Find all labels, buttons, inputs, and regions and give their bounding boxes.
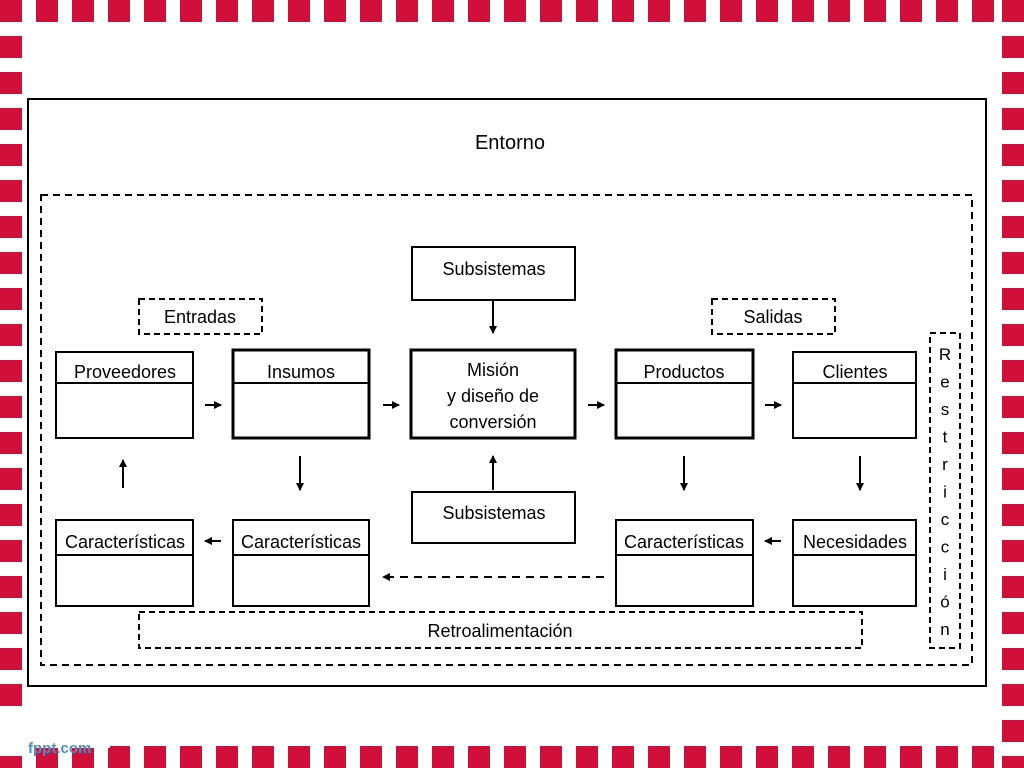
mision-line2: y diseño de: [447, 386, 539, 406]
restriccion-letter: n: [940, 620, 949, 639]
insumos-box: [231, 348, 371, 440]
clientes-label: Clientes: [822, 362, 887, 382]
proveedores-label: Proveedores: [74, 362, 176, 382]
caracteristicas-1-box: [55, 519, 194, 607]
productos-label: Productos: [643, 362, 724, 382]
restriccion-letter: e: [940, 373, 949, 392]
subsistemas-top-label: Subsistemas: [442, 259, 545, 279]
restriccion-letter: i: [943, 483, 947, 502]
mision-line3: conversión: [449, 412, 536, 432]
mision-box: [409, 348, 577, 440]
salidas-box: [711, 298, 836, 335]
system-boundary: [40, 194, 973, 666]
restriccion-letter: t: [943, 428, 948, 447]
footer-brand: fppt.com: [28, 740, 92, 757]
left-border-stripe: [0, 0, 22, 768]
right-border-stripe: [1002, 0, 1024, 768]
restriccion-letter: c: [941, 538, 950, 557]
restriccion-letter: ó: [940, 593, 949, 612]
proveedores-box: [55, 351, 194, 439]
restriccion-box: [929, 332, 961, 649]
restriccion-letter: r: [942, 455, 948, 474]
retroalimentacion-box: [138, 611, 863, 649]
restriccion-letter: i: [943, 565, 947, 584]
top-border-stripe: [0, 0, 1024, 22]
necesidades-box: [792, 519, 917, 607]
entorno-title: Entorno: [475, 132, 545, 154]
necesidades-label: Necesidades: [803, 532, 907, 552]
salidas-label: Salidas: [743, 307, 802, 327]
entradas-box: [138, 298, 263, 335]
productos-box: [614, 348, 755, 440]
clientes-box: [792, 351, 917, 439]
restriccion-letter: R: [939, 345, 951, 364]
bottom-border-stripe: [0, 746, 1024, 768]
entradas-label: Entradas: [164, 307, 236, 327]
caracteristicas-2-box: [232, 519, 370, 607]
insumos-label: Insumos: [267, 362, 335, 382]
subsistemas-bottom-box: [411, 491, 576, 544]
retroalimentacion-label: Retroalimentación: [427, 621, 572, 641]
restriccion-letter: c: [941, 510, 950, 529]
restriccion-letter: s: [941, 400, 950, 419]
subsistemas-bottom-label: Subsistemas: [442, 503, 545, 523]
caracteristicas-2-label: Características: [241, 532, 361, 552]
caracteristicas-3-label: Características: [624, 532, 744, 552]
footer-mask: [0, 720, 110, 748]
mision-line1: Misión: [467, 360, 519, 380]
caracteristicas-3-box: [615, 519, 754, 607]
caracteristicas-1-label: Características: [65, 532, 185, 552]
subsistemas-top-box: [411, 246, 576, 301]
